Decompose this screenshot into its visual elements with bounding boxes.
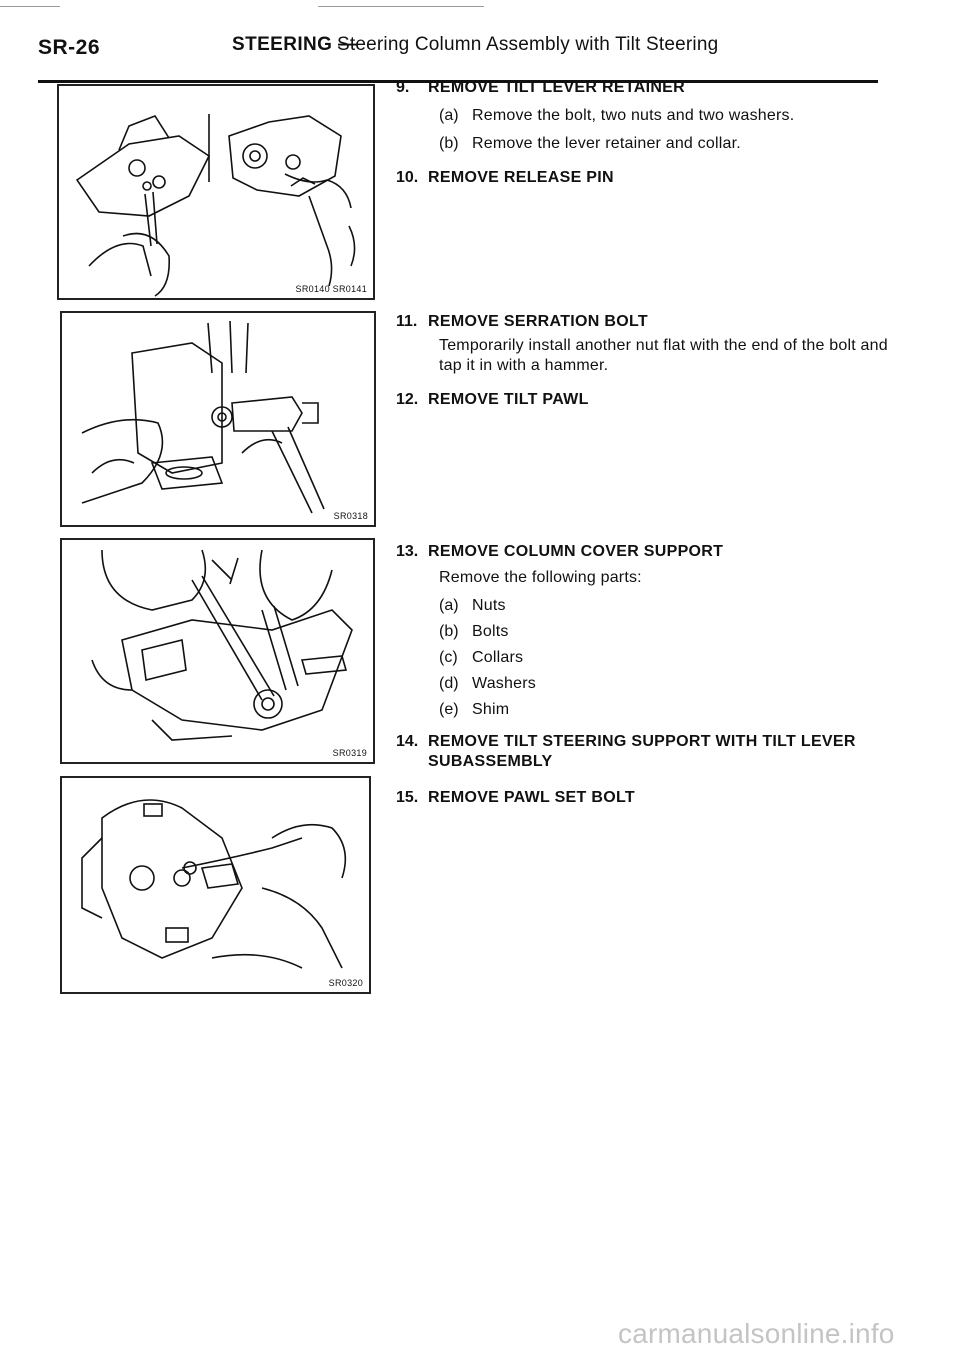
step-description: Remove the following parts: <box>439 569 642 586</box>
list-item-key: (d) <box>439 675 459 692</box>
illustration-tilt-lever-retainer: SR0140 SR0141 <box>57 84 375 300</box>
step-title: REMOVE TILT STEERING SUPPORT WITH TILT L… <box>428 733 856 770</box>
list-item-text: Nuts <box>472 597 506 614</box>
page-header: SR-26 STEERING — Steering Column Assembl… <box>0 30 960 83</box>
line-drawing <box>75 114 356 297</box>
step-number: 10. <box>396 169 419 186</box>
list-item-text: Washers <box>472 675 536 692</box>
step-number: 13. <box>396 543 419 560</box>
scan-artifact-line <box>318 6 484 7</box>
line-drawing <box>81 320 325 514</box>
step-description: Temporarily install another nut flat wit… <box>439 337 888 374</box>
step-title: REMOVE TILT PAWL <box>428 391 589 408</box>
list-item-key: (b) <box>439 135 459 152</box>
scan-artifact-line <box>0 6 60 7</box>
list-item-key: (e) <box>439 701 459 718</box>
illustration-serration-bolt-hammer: SR0318 <box>60 311 376 527</box>
list-item-text: Shim <box>472 701 510 718</box>
page-number: SR-26 <box>38 36 101 59</box>
step-number: 14. <box>396 733 419 750</box>
list-item-key: (b) <box>439 623 459 640</box>
step-title: REMOVE SERRATION BOLT <box>428 313 648 330</box>
figure-label: SR0318 <box>333 511 368 521</box>
step-number: 15. <box>396 789 419 806</box>
line-drawing <box>91 549 353 741</box>
step-number: 12. <box>396 391 419 408</box>
figure-label: SR0319 <box>332 748 367 758</box>
figure-label: SR0320 <box>328 978 363 988</box>
line-drawing <box>81 799 347 969</box>
list-item-key: (a) <box>439 107 459 124</box>
step-number: 9. <box>396 79 410 96</box>
step-title: REMOVE COLUMN COVER SUPPORT <box>428 543 724 560</box>
site-watermark: carmanualsonline.info <box>618 1318 895 1349</box>
section-title: STEERING — <box>232 34 358 55</box>
illustration-pawl-set-bolt: SR0320 <box>60 776 371 994</box>
list-item-key: (c) <box>439 649 458 666</box>
step-title: REMOVE TILT LEVER RETAINER <box>428 79 685 96</box>
illustration-column-cover-support: SR0319 <box>60 538 375 764</box>
step-title: REMOVE RELEASE PIN <box>428 169 614 186</box>
section-subtitle: Steering Column Assembly with Tilt Steer… <box>337 34 719 55</box>
step-title: REMOVE PAWL SET BOLT <box>428 789 635 806</box>
list-item-key: (a) <box>439 597 459 614</box>
list-item-text: Bolts <box>472 623 509 640</box>
header-rule <box>38 80 878 83</box>
figure-label: SR0140 SR0141 <box>295 284 367 294</box>
list-item-text: Collars <box>472 649 524 666</box>
list-item-text: Remove the lever retainer and collar. <box>472 135 741 152</box>
list-item-text: Remove the bolt, two nuts and two washer… <box>472 107 795 124</box>
step-number: 11. <box>396 313 418 330</box>
